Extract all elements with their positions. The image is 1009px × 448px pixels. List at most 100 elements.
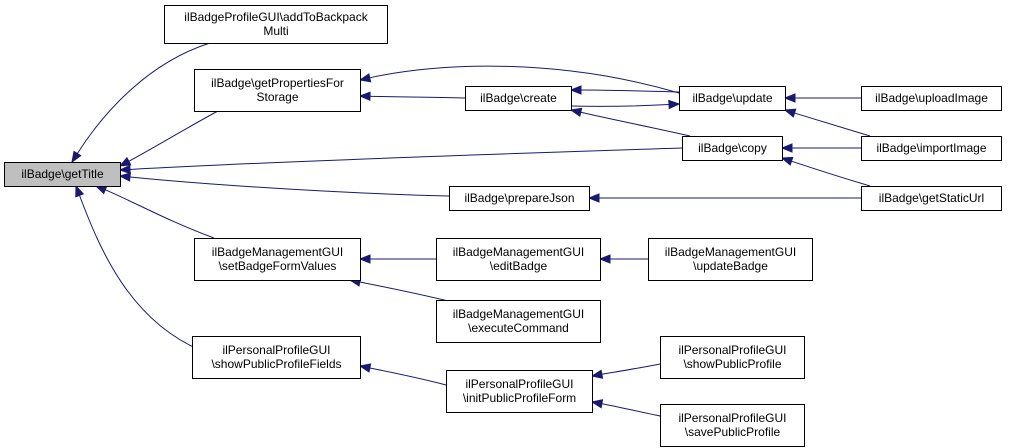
edge-line (129, 176, 450, 197)
edge-editBadge-to-setBadgeForm (358, 254, 436, 264)
arrowhead-icon (598, 254, 611, 264)
node-box (194, 238, 361, 281)
edge-getStaticUrl-to-copy (780, 156, 871, 187)
node-label: Multi (263, 24, 288, 38)
node-label: \savePublicProfile (685, 425, 781, 439)
edge-create-to-update (570, 99, 681, 110)
node-box (436, 300, 601, 343)
node-label: ilBadge\getPropertiesFor (211, 76, 344, 90)
node-box (465, 86, 572, 111)
edge-line (570, 104, 670, 107)
node-box (648, 238, 813, 281)
arrowhead-icon (569, 85, 582, 95)
node-label: \initPublicProfileForm (463, 391, 576, 405)
node-executeCommand[interactable]: ilBadgeManagementGUI\executeCommand (436, 300, 601, 343)
node-label: ilBadge\update (692, 91, 772, 105)
node-label: Storage (256, 90, 298, 104)
edge-savePublicProfile-to-initPublicForm (590, 399, 661, 417)
node-label: \editBadge (490, 259, 548, 273)
edge-line (369, 95, 466, 99)
edge-getProps-to-getTitle (118, 110, 219, 167)
node-box (861, 186, 1002, 211)
node-getTitle[interactable]: ilBadge\getTitle (4, 162, 121, 187)
node-label: ilBadge\copy (698, 141, 767, 155)
arrowhead-icon (668, 99, 681, 110)
node-box (194, 69, 361, 112)
edge-line (791, 160, 871, 187)
edge-line (580, 111, 691, 137)
arrowhead-icon (358, 363, 372, 373)
edge-getStaticUrl-to-prepareJson (587, 193, 862, 203)
node-box (679, 86, 786, 111)
node-initPublicForm[interactable]: ilPersonalProfileGUI\initPublicProfileFo… (446, 370, 593, 413)
arrowhead-icon (358, 73, 372, 83)
edge-line (79, 195, 201, 351)
node-update[interactable]: ilBadge\update (679, 86, 786, 111)
node-showPublicProfile[interactable]: ilPersonalProfileGUI\showPublicProfile (660, 336, 805, 379)
arrowhead-icon (590, 369, 604, 379)
edge-line (369, 367, 447, 386)
edge-create-to-getProps (358, 91, 466, 101)
edge-prepareJson-to-getTitle (118, 172, 450, 197)
node-uploadImage[interactable]: ilBadge\uploadImage (861, 86, 1002, 111)
edge-line (128, 110, 219, 162)
edge-line (580, 89, 680, 93)
node-box (4, 162, 121, 187)
node-savePublicProfile[interactable]: ilPersonalProfileGUI\savePublicProfile (660, 404, 805, 447)
node-importImage[interactable]: ilBadge\importImage (861, 136, 1002, 161)
node-label: ilBadgeManagementGUI (453, 307, 584, 321)
edge-initPublicForm-to-showPublicFields (358, 363, 447, 386)
arrowhead-icon (780, 156, 794, 166)
edge-addToBackpack-to-getTitle (71, 42, 211, 164)
node-label: ilBadge\getStaticUrl (879, 191, 984, 205)
node-label: \showPublicProfile (683, 357, 781, 371)
node-label: ilPersonalProfileGUI (678, 343, 786, 357)
node-box (192, 336, 361, 379)
node-copy[interactable]: ilBadge\copy (682, 136, 783, 161)
node-label: ilBadge\importImage (876, 141, 986, 155)
node-box (449, 186, 590, 211)
node-showPublicFields[interactable]: ilPersonalProfileGUI\showPublicProfileFi… (192, 336, 361, 379)
node-label: \updateBadge (693, 259, 768, 273)
node-box (660, 336, 805, 379)
node-label: \showPublicProfileFields (211, 357, 341, 371)
node-label: ilPersonalProfileGUI (222, 343, 330, 357)
node-label: ilBadgeProfileGUI\addToBackpack (184, 10, 368, 24)
edge-showPublicFields-to-getTitle (75, 184, 201, 351)
node-setBadgeForm[interactable]: ilBadgeManagementGUI\setBadgeFormValues (194, 238, 361, 281)
node-label: ilBadgeManagementGUI (453, 245, 584, 259)
node-editBadge[interactable]: ilBadgeManagementGUI\editBadge (436, 238, 601, 281)
edge-setBadgeForm-to-getTitle (94, 185, 215, 239)
edge-line (129, 147, 683, 170)
arrowhead-icon (587, 193, 600, 203)
node-prepareJson[interactable]: ilBadge\prepareJson (449, 186, 590, 211)
node-updateBadge[interactable]: ilBadgeManagementGUI\updateBadge (648, 238, 813, 281)
node-label: ilBadge\uploadImage (875, 91, 988, 105)
node-box (446, 370, 593, 413)
arrowhead-icon (783, 108, 797, 118)
node-label: \executeCommand (468, 321, 569, 335)
node-getStaticUrl[interactable]: ilBadge\getStaticUrl (861, 186, 1002, 211)
arrowhead-icon (118, 172, 131, 182)
arrowhead-icon (94, 185, 108, 195)
node-box (436, 238, 601, 281)
arrowhead-icon (358, 91, 371, 101)
arrowhead-icon (590, 399, 604, 409)
arrowhead-icon (71, 150, 82, 164)
edge-update-to-getProps (358, 65, 680, 94)
node-label: ilBadgeManagementGUI (665, 245, 796, 259)
node-label: ilBadgeManagementGUI (212, 245, 343, 259)
edge-copy-to-getTitle (118, 147, 683, 175)
arrowhead-icon (569, 107, 583, 117)
node-create[interactable]: ilBadge\create (465, 86, 572, 111)
node-box (861, 86, 1002, 111)
edge-importImage-to-copy (780, 143, 861, 153)
node-box (164, 5, 388, 44)
edge-uploadImage-to-update (783, 93, 861, 103)
edge-line (369, 65, 680, 94)
arrowhead-icon (75, 184, 85, 198)
arrowhead-icon (783, 93, 796, 103)
